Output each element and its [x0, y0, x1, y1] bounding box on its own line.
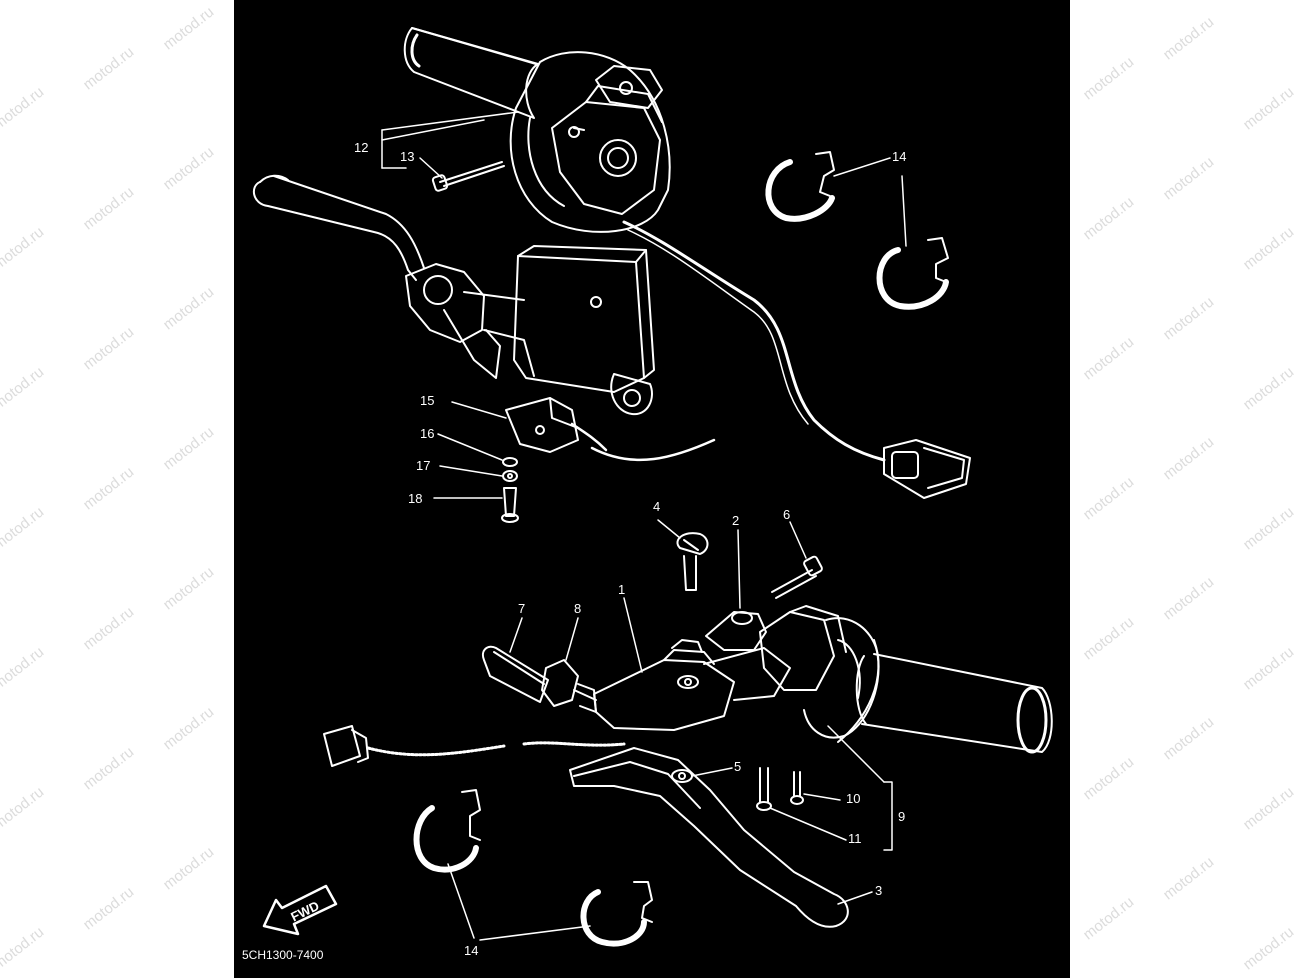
- brake-light-switch: [505, 397, 716, 462]
- locknut-8: [541, 659, 597, 713]
- callout-12: 12: [354, 140, 369, 155]
- wire-band-upper-1: [765, 151, 835, 222]
- watermark: motod.ru: [0, 223, 48, 274]
- switch-wire-harness: [622, 220, 971, 499]
- washer-17: [502, 470, 518, 482]
- watermark: motod.ru: [80, 463, 138, 514]
- watermark: motod.ru: [1080, 193, 1138, 244]
- watermark: motod.ru: [1160, 153, 1218, 204]
- fwd-direction-arrow: [262, 884, 338, 936]
- watermark: motod.ru: [1080, 753, 1138, 804]
- left-switch-housing: [759, 605, 880, 743]
- clutch-lever-3: [569, 747, 849, 928]
- callout-8: 8: [574, 601, 582, 616]
- watermark: motod.ru: [1080, 333, 1138, 384]
- screw-13: [431, 161, 505, 192]
- watermark: motod.ru: [1080, 613, 1138, 664]
- watermark: motod.ru: [80, 603, 138, 654]
- watermark: motod.ru: [0, 923, 48, 974]
- watermark: motod.ru: [160, 703, 218, 754]
- throttle-grip: [403, 27, 539, 119]
- watermark: motod.ru: [80, 743, 138, 794]
- watermark: motod.ru: [0, 503, 48, 554]
- clutch-switch-wire: [323, 725, 626, 767]
- watermark: motod.ru: [1160, 713, 1218, 764]
- watermark: motod.ru: [0, 643, 48, 694]
- pivot-bolt-4: [676, 532, 709, 591]
- watermark: motod.ru: [1240, 363, 1298, 414]
- watermark: motod.ru: [1160, 433, 1218, 484]
- watermark: motod.ru: [80, 43, 138, 94]
- leader-lines: [381, 111, 907, 941]
- callout-14-upper: 14: [892, 149, 907, 164]
- watermark: motod.ru: [160, 423, 218, 474]
- callout-14-lower: 14: [464, 943, 479, 958]
- exploded-parts-drawing: [252, 27, 1053, 947]
- watermark: motod.ru: [160, 3, 218, 54]
- bolt-6: [771, 555, 823, 599]
- diagram-panel: 12 13 14 15 16 17 18 4 2 6 7 8 1 5 10 9 …: [234, 0, 1070, 978]
- watermark: motod.ru: [0, 83, 48, 134]
- watermark: motod.ru: [0, 783, 48, 834]
- watermark: motod.ru: [1240, 503, 1298, 554]
- callout-15: 15: [420, 393, 435, 408]
- callout-18: 18: [408, 491, 423, 506]
- wire-band-lower-1: [413, 789, 481, 873]
- callout-7: 7: [518, 601, 526, 616]
- watermark: motod.ru: [1240, 83, 1298, 134]
- watermark: motod.ru: [1240, 643, 1298, 694]
- wire-band-upper-2: [876, 237, 949, 310]
- watermark: motod.ru: [1240, 223, 1298, 274]
- watermark: motod.ru: [0, 363, 48, 414]
- wire-band-lower-2: [580, 881, 653, 947]
- watermark: motod.ru: [80, 183, 138, 234]
- callout-4: 4: [653, 499, 661, 514]
- cable-adjuster-7: [482, 645, 549, 703]
- clutch-lever-holder-1: [593, 639, 791, 731]
- watermark: motod.ru: [1160, 293, 1218, 344]
- watermark: motod.ru: [160, 563, 218, 614]
- screw-18: [501, 487, 519, 523]
- callout-16: 16: [420, 426, 435, 441]
- clamp-2: [705, 611, 767, 651]
- right-switch-housing: [509, 51, 671, 233]
- watermark: motod.ru: [1240, 923, 1298, 974]
- callout-3: 3: [875, 883, 883, 898]
- brake-master-cylinder: [405, 245, 655, 416]
- watermark: motod.ru: [1160, 853, 1218, 904]
- watermark: motod.ru: [1080, 53, 1138, 104]
- callout-17: 17: [416, 458, 431, 473]
- reference-code: 5CH1300-7400: [242, 948, 324, 962]
- callout-5: 5: [734, 759, 742, 774]
- watermark: motod.ru: [1080, 893, 1138, 944]
- callout-10: 10: [846, 791, 861, 806]
- watermark: motod.ru: [1080, 473, 1138, 524]
- callout-9: 9: [898, 809, 906, 824]
- watermark: motod.ru: [1240, 783, 1298, 834]
- watermark: motod.ru: [1160, 13, 1218, 64]
- watermark: motod.ru: [160, 143, 218, 194]
- screw-11: [756, 767, 772, 811]
- callout-2: 2: [732, 513, 740, 528]
- callout-13: 13: [400, 149, 415, 164]
- callout-11: 11: [848, 831, 862, 846]
- left-handlebar-grip: [855, 653, 1053, 754]
- washer-16: [502, 457, 518, 467]
- callout-6: 6: [783, 507, 791, 522]
- front-brake-lever: [252, 174, 425, 281]
- watermark: motod.ru: [1160, 573, 1218, 624]
- watermark: motod.ru: [160, 843, 218, 894]
- callout-1: 1: [618, 582, 626, 597]
- watermark: motod.ru: [80, 323, 138, 374]
- watermark: motod.ru: [80, 883, 138, 934]
- screw-10: [790, 771, 804, 805]
- watermark: motod.ru: [160, 283, 218, 334]
